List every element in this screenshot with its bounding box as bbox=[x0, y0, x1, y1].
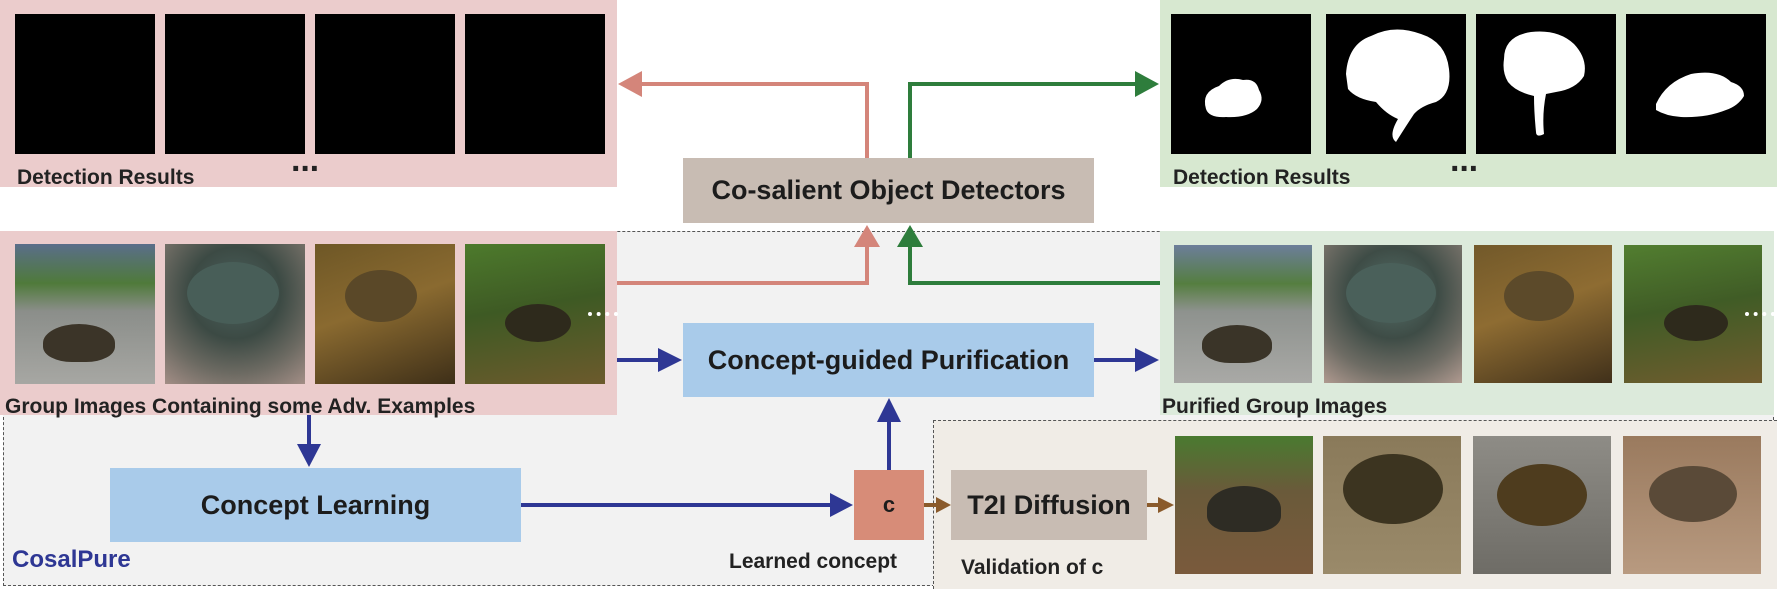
mask-shape-3 bbox=[1503, 31, 1585, 136]
group-image-2 bbox=[165, 244, 305, 384]
concept-c-box: c bbox=[854, 470, 924, 540]
validation-image-2 bbox=[1323, 436, 1461, 574]
group-images-label: Group Images Containing some Adv. Exampl… bbox=[5, 395, 476, 418]
clean-results-ellipsis: ··· bbox=[1450, 150, 1480, 188]
green-arrow-to-detectors bbox=[908, 245, 1160, 285]
validation-image-1 bbox=[1175, 436, 1313, 574]
adv-result-mask-1 bbox=[15, 14, 155, 154]
brown-arrowhead-images bbox=[1158, 497, 1174, 513]
purified-images-more-dots bbox=[1745, 312, 1775, 316]
turtle-shape bbox=[187, 262, 279, 324]
mask-shape-4 bbox=[1656, 72, 1744, 118]
validation-image-3 bbox=[1473, 436, 1611, 574]
turtle-shape bbox=[1343, 454, 1443, 524]
turtle-shape bbox=[1649, 466, 1737, 522]
turtle-shape bbox=[1346, 263, 1436, 323]
blue-arrowhead-purified bbox=[1135, 348, 1159, 372]
group-image-1 bbox=[15, 244, 155, 384]
blue-arrowhead-c bbox=[830, 493, 853, 517]
turtle-shape bbox=[1202, 325, 1272, 363]
group-image-3 bbox=[315, 244, 455, 384]
clean-results-panel: Detection Results ··· bbox=[1160, 0, 1777, 189]
concept-guided-purification-box: Concept-guided Purification bbox=[683, 323, 1094, 397]
green-arrowhead-results bbox=[1135, 71, 1159, 97]
co-salient-detectors-box: Co-salient Object Detectors bbox=[683, 158, 1094, 223]
blue-arrowhead-purification-up bbox=[877, 398, 901, 422]
adversarial-results-panel: Detection Results ··· bbox=[0, 0, 617, 189]
adv-result-mask-3 bbox=[315, 14, 455, 154]
blue-arrowhead-purification bbox=[658, 348, 682, 372]
turtle-shape bbox=[1664, 305, 1728, 341]
turtle-shape bbox=[1504, 271, 1574, 321]
cosalpure-label: CosalPure bbox=[12, 546, 131, 573]
t2i-diffusion-box: T2I Diffusion bbox=[951, 470, 1147, 540]
purified-images-panel: Purified Group Images bbox=[1160, 231, 1774, 418]
adv-result-mask-2 bbox=[165, 14, 305, 154]
blue-arrowhead-learning bbox=[297, 444, 321, 467]
adv-results-label: Detection Results bbox=[17, 166, 195, 189]
turtle-shape bbox=[345, 270, 417, 322]
purified-images-label: Purified Group Images bbox=[1162, 395, 1388, 418]
group-images-panel: Group Images Containing some Adv. Exampl… bbox=[0, 231, 617, 418]
clean-result-mask-4 bbox=[1626, 14, 1766, 154]
turtle-shape bbox=[1207, 486, 1281, 532]
adv-results-ellipsis: ··· bbox=[291, 150, 321, 188]
clean-result-mask-1 bbox=[1171, 14, 1311, 154]
red-arrowhead-results bbox=[618, 71, 642, 97]
clean-result-mask-2 bbox=[1326, 14, 1466, 154]
group-images-more-dots bbox=[588, 312, 618, 316]
learned-concept-label: Learned concept bbox=[729, 550, 898, 573]
group-image-4 bbox=[465, 244, 605, 384]
clean-result-mask-3 bbox=[1476, 14, 1616, 154]
green-arrow-to-results bbox=[908, 82, 1137, 158]
red-arrowhead-detectors bbox=[854, 225, 880, 247]
brown-arrowhead-t2i bbox=[936, 497, 951, 513]
purified-image-4 bbox=[1624, 245, 1762, 383]
red-arrow-to-results bbox=[640, 82, 869, 158]
validation-of-c-label: Validation of c bbox=[961, 556, 1104, 579]
turtle-shape bbox=[1497, 464, 1587, 526]
concept-learning-box: Concept Learning bbox=[110, 468, 521, 542]
purified-image-3 bbox=[1474, 245, 1612, 383]
adv-result-mask-4 bbox=[465, 14, 605, 154]
turtle-shape bbox=[43, 324, 115, 362]
mask-shape-1 bbox=[1204, 78, 1262, 118]
clean-results-label: Detection Results bbox=[1173, 166, 1351, 189]
red-arrow-to-detectors bbox=[617, 245, 869, 285]
validation-image-4 bbox=[1623, 436, 1761, 574]
green-arrowhead-detectors bbox=[897, 225, 923, 247]
turtle-shape bbox=[505, 304, 571, 342]
purified-image-2 bbox=[1324, 245, 1462, 383]
purified-image-1 bbox=[1174, 245, 1312, 383]
mask-shape-2 bbox=[1346, 29, 1450, 142]
